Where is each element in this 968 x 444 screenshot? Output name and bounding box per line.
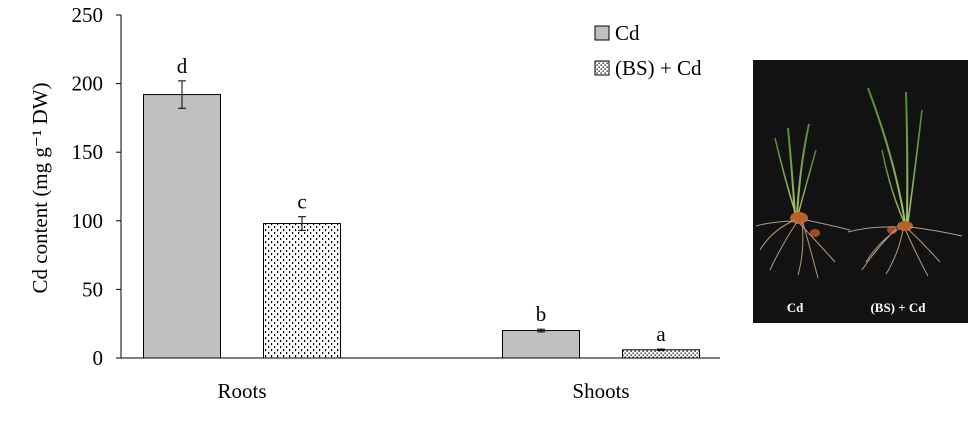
photo-label-bs-cd: (BS) + Cd <box>870 300 926 315</box>
bar--bs-cd-shoots <box>622 349 700 359</box>
photo-background <box>753 60 968 323</box>
y-tick-label-200: 200 <box>72 72 104 96</box>
bar-cd-roots <box>143 94 221 359</box>
bar--bs-cd-roots <box>263 223 341 359</box>
significance-letter-d: d <box>177 54 188 78</box>
y-tick-label-150: 150 <box>72 140 104 164</box>
significance-letter-c: c <box>297 190 306 214</box>
significance-letter-b: b <box>536 302 547 326</box>
category-label-roots: Roots <box>217 379 266 403</box>
y-tick-label-250: 250 <box>72 3 104 27</box>
legend-label-bs-cd: (BS) + Cd <box>615 56 702 80</box>
seedling-bs-cd <box>847 87 963 277</box>
legend-label-cd: Cd <box>615 21 640 45</box>
bars: d b c a <box>143 54 700 359</box>
significance-letter-a: a <box>656 322 666 346</box>
y-tick-label-100: 100 <box>72 209 104 233</box>
y-axis-title: Cd content (mg g⁻¹ DW) <box>28 82 52 293</box>
category-labels: Roots Shoots <box>217 379 629 403</box>
legend-swatch-bs-cd <box>594 60 610 76</box>
photo-label-cd: Cd <box>787 300 804 315</box>
category-label-shoots: Shoots <box>572 379 629 403</box>
bar-cd-shoots <box>502 330 580 359</box>
seedling-photo: Cd (BS) + Cd <box>753 60 968 323</box>
seedling-cd <box>755 123 851 279</box>
legend: Cd (BS) + Cd <box>594 21 702 80</box>
y-tick-label-0: 0 <box>93 346 104 370</box>
y-tick-label-50: 50 <box>82 277 103 301</box>
legend-swatch-cd <box>594 25 610 41</box>
y-ticks: 0 50 100 150 200 250 <box>72 3 121 370</box>
